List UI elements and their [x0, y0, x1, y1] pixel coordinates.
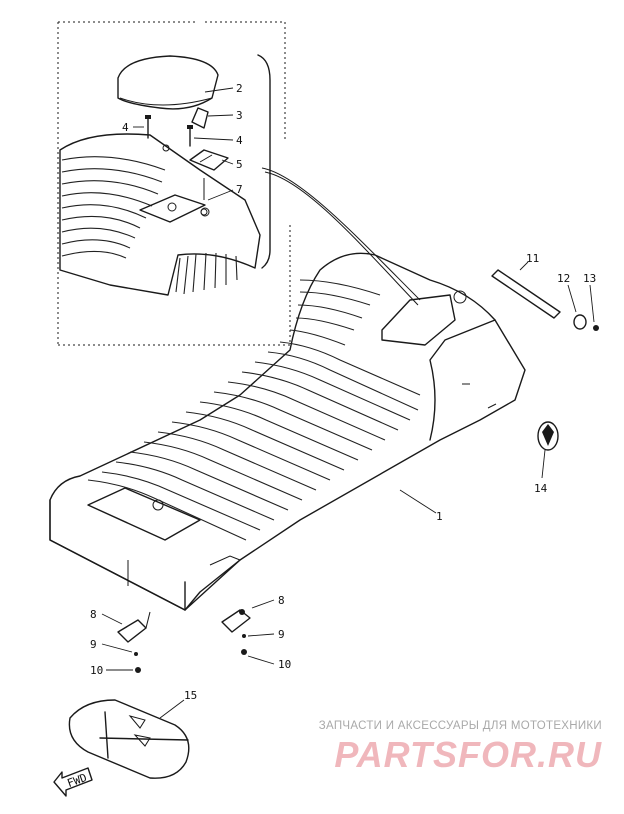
inset-detail-box	[57, 21, 421, 346]
callout-9a: 9	[90, 638, 97, 651]
fwd-arrow-icon: FWD	[53, 767, 93, 797]
part-3-hook	[191, 107, 234, 129]
part-4-screws	[133, 115, 234, 152]
part-7-washer	[200, 178, 234, 216]
callout-8a: 8	[90, 608, 97, 621]
callout-11: 11	[526, 252, 539, 265]
watermark-caption: ЗАПЧАСТИ И АКСЕССУАРЫ ДЛЯ МОТОТЕХНИКИ	[318, 720, 602, 732]
callout-labels: 1 2 3 4 4 5 7 11 12 13 14 8 9 10 8 9 10 …	[90, 82, 596, 702]
inset-seat-rear	[59, 133, 261, 296]
callout-3: 3	[236, 109, 243, 122]
part-2-pad	[117, 55, 234, 110]
callout-13: 13	[583, 272, 596, 285]
fwd-arrow-label: FWD	[66, 771, 89, 790]
part-11-rod	[491, 261, 561, 319]
callout-7: 7	[236, 183, 243, 196]
callout-4b: 4	[236, 134, 243, 147]
callout-8b: 8	[278, 594, 285, 607]
callout-12: 12	[557, 272, 570, 285]
part-13-nut	[589, 284, 599, 331]
part-15-tool-bag	[68, 699, 190, 779]
part-12-washer	[567, 284, 587, 330]
callout-10b: 10	[278, 658, 291, 671]
callout-5: 5	[236, 158, 243, 171]
callout-15: 15	[184, 689, 197, 702]
part-8-9-10-right	[221, 599, 275, 665]
callout-1: 1	[436, 510, 443, 523]
callout-4a: 4	[122, 121, 129, 134]
part-5-bracket	[189, 149, 234, 171]
part-1-main-seat	[49, 252, 526, 611]
watermark-logo: PARTSFOR.RU	[334, 734, 602, 775]
callout-2: 2	[236, 82, 243, 95]
callout-10a: 10	[90, 664, 103, 677]
part-8-9-10-left	[101, 611, 151, 673]
callout-14: 14	[534, 482, 548, 495]
callout-9b: 9	[278, 628, 285, 641]
part-14-emblem	[537, 421, 559, 479]
